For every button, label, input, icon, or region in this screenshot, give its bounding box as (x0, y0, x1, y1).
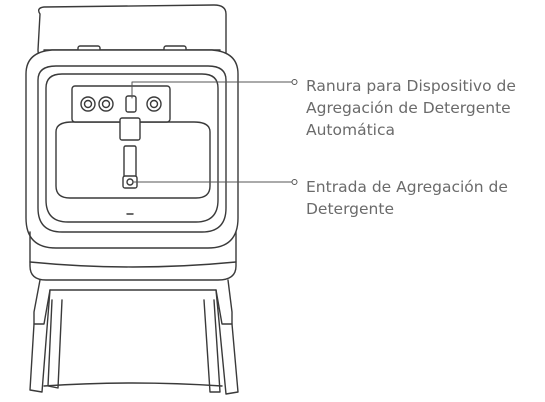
callout-label-line: Agregación de Detergente (306, 99, 511, 117)
callout-leader-1 (131, 79, 298, 99)
callout-label-line: Entrada de Agregación de (306, 178, 508, 196)
stand (29, 279, 239, 395)
callout-leader-2 (132, 179, 298, 185)
callout-label-detergent-inlet: Entrada de Agregación de Detergente (306, 176, 542, 220)
detergent-inlet (122, 145, 138, 189)
detergent-module (71, 85, 171, 141)
callout-label-line: Detergente (306, 200, 394, 218)
callout-label-line: Ranura para Dispositivo de (306, 77, 516, 95)
callout-label-line: Automática (306, 121, 395, 139)
callout-label-detergent-device-slot: Ranura para Dispositivo de Agregación de… (306, 75, 542, 141)
